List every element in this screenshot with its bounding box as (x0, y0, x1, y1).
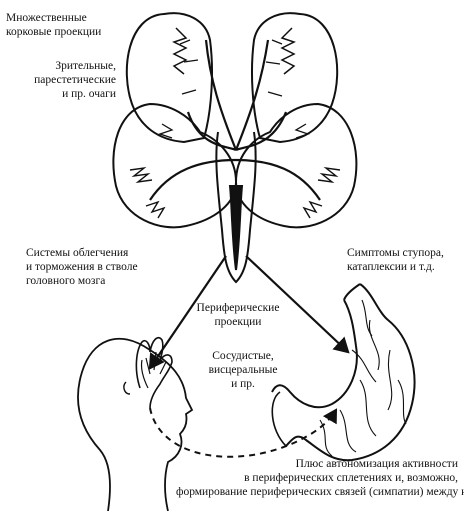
label-cortical-projections: Множественные корковые проекции (6, 12, 102, 38)
label-visual-foci: Зрительные, парестетические и пр. очаги (34, 60, 116, 100)
upper-left-lobe (125, 12, 213, 144)
lower-left-lobe (112, 102, 238, 229)
autonomy-dashed-link (149, 407, 338, 458)
label-peripheral-projections: Периферические проекции (196, 302, 280, 328)
label-vascular-visceral: Сосудистые, висцеральные и пр. (208, 350, 278, 390)
human-head (77, 337, 194, 511)
brainstem (215, 131, 257, 284)
label-autonomy-note: Плюс автономизация активности в перифери… (176, 458, 464, 498)
cortical-projection-paths (149, 39, 321, 201)
lower-right-lobe (234, 102, 358, 229)
upper-right-lobe (251, 12, 339, 144)
label-stupor-symptoms: Симптомы ступора, катаплексии и т.д. (347, 247, 444, 273)
hand (135, 336, 173, 409)
label-brainstem-systems: Системы облегчения и торможения в стволе… (26, 247, 138, 287)
stomach (271, 283, 416, 462)
